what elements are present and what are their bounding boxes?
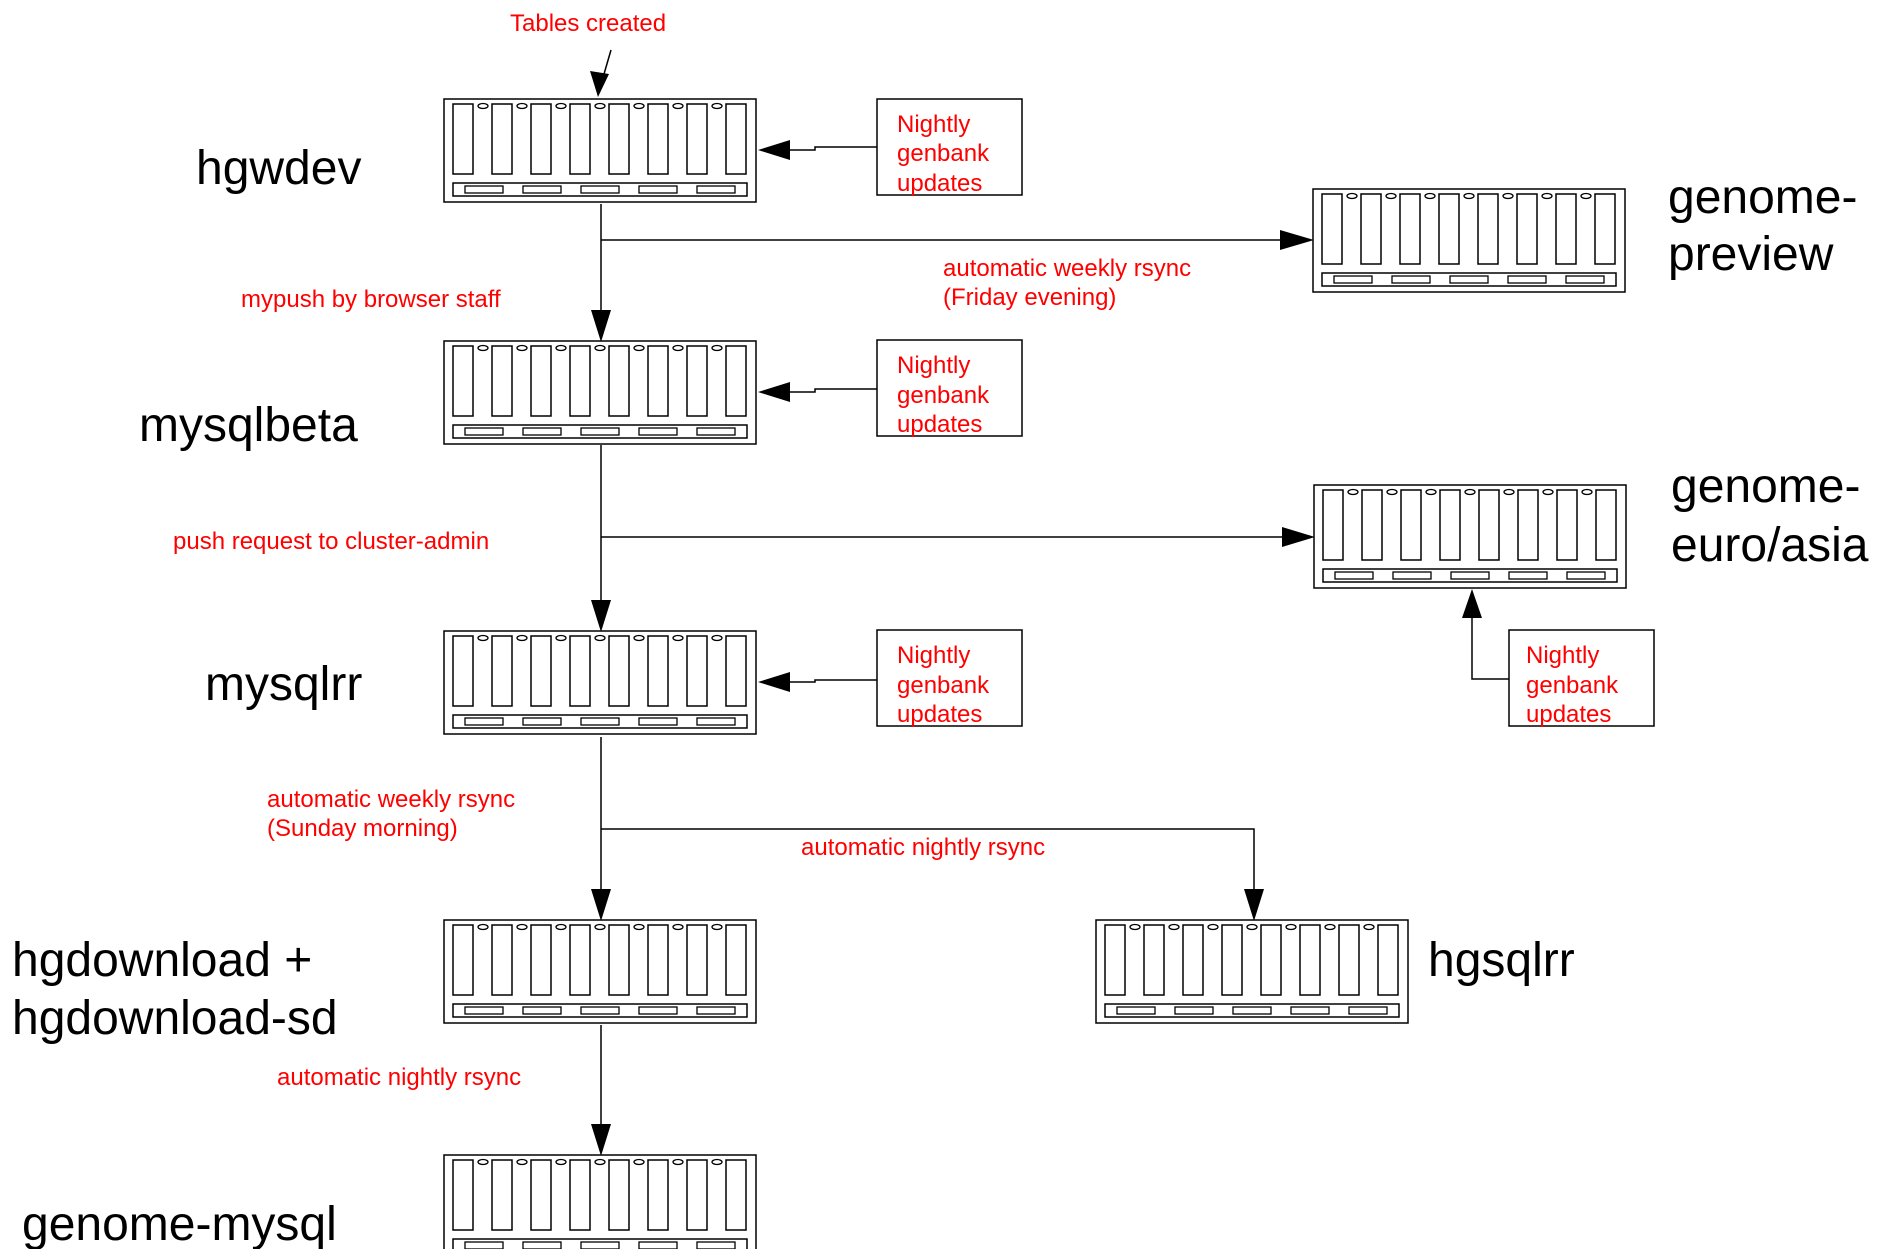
server-rack-icon [1313, 484, 1627, 589]
server-rack-icon [1312, 188, 1626, 293]
arrowhead-icon [1280, 230, 1314, 250]
server-genome-preview: genome- preview [1312, 171, 1857, 293]
arrowhead-icon [1282, 527, 1315, 547]
line-genbank-mysqlbeta [790, 388, 877, 393]
arrowhead-icon [758, 382, 790, 402]
server-mysqlbeta: mysqlbeta [139, 340, 757, 452]
arrowhead-icon [758, 140, 790, 160]
connectors [600, 49, 1509, 1126]
server-label: genome- [1668, 171, 1857, 224]
server-label: euro/asia [1671, 519, 1869, 572]
server-label: genome- [1671, 460, 1860, 513]
server-hgdownload: hgdownload + hgdownload-sd [12, 919, 757, 1045]
server-label: mysqlbeta [139, 399, 358, 452]
push-request-label: push request to cluster-admin [173, 528, 489, 555]
update-text-line: genbank [897, 382, 990, 409]
arrowhead-icon [591, 310, 611, 342]
server-rack-icon [443, 630, 757, 735]
genbank-updates-euro-asia: Nightly genbank updates [1508, 629, 1655, 728]
server-label: mysqlrr [205, 658, 362, 711]
server-rack-icon [1095, 919, 1409, 1024]
line-genbank-hgwdev [790, 146, 877, 151]
update-text-line: Nightly [897, 352, 970, 379]
server-label: hgwdev [196, 142, 361, 195]
genbank-updates-mysqlrr: Nightly genbank updates [876, 629, 1023, 728]
server-rack-icon [443, 1154, 757, 1249]
update-text-line: updates [897, 170, 982, 197]
server-hgsqlrr: hgsqlrr [1095, 919, 1575, 1024]
arrowhead-icon [758, 672, 790, 692]
server-genome-euro-asia: genome- euro/asia [1313, 460, 1869, 589]
update-text-line: Nightly [1526, 642, 1599, 669]
weekly-rsync-friday-label: (Friday evening) [943, 284, 1116, 311]
arrowhead-icon [1244, 889, 1264, 921]
weekly-rsync-friday-label: automatic weekly rsync [943, 255, 1191, 282]
server-rack-icon [443, 919, 757, 1024]
server-rack-icon [443, 340, 757, 445]
line-genbank-euro-asia [1471, 618, 1509, 680]
arrowhead-icon [1462, 589, 1482, 618]
mypush-label: mypush by browser staff [241, 286, 501, 313]
update-text-line: genbank [897, 140, 990, 167]
server-label: hgdownload + [12, 934, 312, 987]
nightly-rsync-hgsqlrr-label: automatic nightly rsync [801, 834, 1045, 861]
weekly-rsync-sunday-label: automatic weekly rsync [267, 786, 515, 813]
server-label: hgsqlrr [1428, 934, 1575, 987]
arrowhead-icon [591, 889, 611, 921]
update-text-line: Nightly [897, 111, 970, 138]
update-text-line: updates [897, 701, 982, 728]
arrowhead-icon [591, 1124, 611, 1156]
server-label: preview [1668, 228, 1834, 281]
weekly-rsync-sunday-label: (Sunday morning) [267, 815, 458, 842]
server-hgwdev: hgwdev [196, 98, 757, 203]
annotations: Tables created mypush by browser staff a… [173, 10, 1191, 1091]
server-genome-mysql: genome-mysql [22, 1154, 757, 1249]
arrowheads [590, 71, 1482, 1156]
update-text-line: updates [1526, 701, 1611, 728]
tables-created-label: Tables created [510, 10, 666, 37]
genbank-updates-mysqlbeta: Nightly genbank updates [876, 339, 1023, 438]
update-text-line: updates [897, 411, 982, 438]
server-rack-icon [443, 98, 757, 203]
update-text-line: Nightly [897, 642, 970, 669]
server-label: hgdownload-sd [12, 992, 338, 1045]
nightly-rsync-genome-mysql-label: automatic nightly rsync [277, 1064, 521, 1091]
arrowhead-icon [590, 71, 609, 97]
arrowhead-icon [591, 600, 611, 632]
line-to-hgsqlrr [601, 828, 1255, 891]
update-text-line: genbank [1526, 672, 1619, 699]
server-label: genome-mysql [22, 1198, 337, 1249]
genbank-updates-hgwdev: Nightly genbank updates [876, 98, 1023, 197]
line-genbank-mysqlrr [790, 679, 877, 683]
server-mysqlrr: mysqlrr [205, 630, 757, 735]
update-text-line: genbank [897, 672, 990, 699]
arrow-tables-created [603, 49, 612, 75]
